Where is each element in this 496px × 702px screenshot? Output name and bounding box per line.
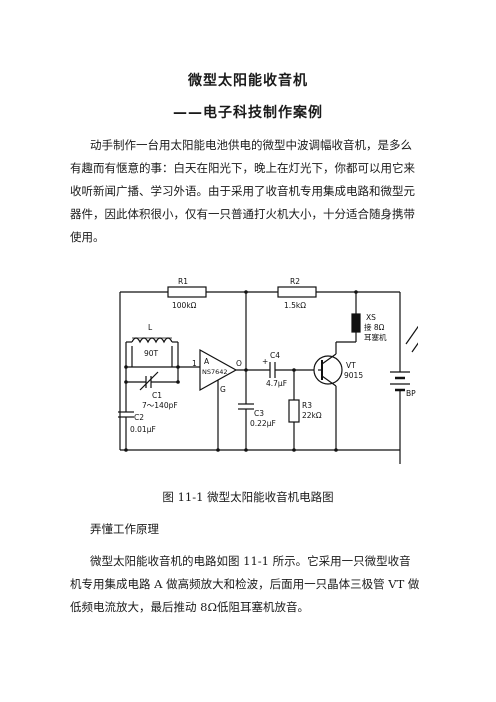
section-heading: 弄懂工作原理	[90, 522, 159, 536]
label-c1-value: 7～140pF	[142, 401, 178, 410]
label-a: A	[204, 357, 210, 366]
figure-caption: 图 11-1 微型太阳能收音机电路图	[162, 490, 334, 504]
label-r3: R3	[302, 401, 312, 410]
resistor-r2	[277, 286, 317, 298]
resistor-r1	[167, 286, 207, 298]
label-xs-value-1: 接 8Ω	[364, 322, 385, 332]
label-c4-plus: +	[262, 357, 268, 366]
body-paragraph: 微型太阳能收音机的电路如图 11-1 所示。它采用一只微型收音 机专用集成电路 …	[70, 550, 420, 619]
resistor-r3	[288, 399, 300, 423]
label-r2-value: 1.5kΩ	[284, 301, 306, 310]
label-vt: VT	[346, 361, 356, 370]
label-r3-value: 22kΩ	[302, 411, 322, 420]
label-c2-value: 0.01μF	[130, 425, 156, 434]
label-bp: BP	[406, 389, 416, 398]
body-line: 机专用集成电路 A 做高频放大和检波，后面用一只晶体三极管 VT 做	[70, 577, 420, 591]
label-l: L	[148, 323, 153, 332]
body-line: 微型太阳能收音机的电路如图 11-1 所示。它采用一只微型收音	[90, 554, 411, 568]
label-c3: C3	[254, 409, 264, 418]
label-c4: C4	[270, 351, 280, 360]
intro-line: 收听新闻广播、学习外语。由于采用了收音机专用集成电路和微型元	[70, 184, 415, 198]
document-subtitle: ——电子科技制作案例	[173, 105, 323, 121]
label-xs: XS	[366, 313, 376, 322]
label-vt-value: 9015	[344, 371, 363, 380]
circuit-diagram: R1 100kΩ R2 1.5kΩ L 90T C1 7～140pF C2 0.…	[118, 277, 418, 464]
intro-line: 动手制作一台用太阳能电池供电的微型中波调幅收音机，是多么	[90, 138, 412, 152]
label-ping: G	[220, 385, 226, 394]
earphone-xs	[351, 313, 361, 333]
label-r2: R2	[290, 277, 300, 286]
label-r1: R1	[178, 277, 188, 286]
body-line: 低频电流放大，最后推动 8Ω低阻耳塞机放音。	[70, 600, 310, 614]
label-pino: O	[236, 359, 242, 368]
coil-l	[131, 337, 173, 344]
document-title: 微型太阳能收音机	[188, 73, 308, 89]
label-c2: C2	[134, 413, 144, 422]
label-pin1: 1	[192, 359, 197, 368]
label-xs-value-2: 耳塞机	[364, 332, 387, 342]
light-arrow-icon	[411, 342, 418, 353]
label-c1: C1	[152, 391, 162, 400]
label-r1-value: 100kΩ	[172, 301, 197, 310]
intro-line: 有趣而有惬意的事：白天在阳光下，晚上在灯光下，你都可以用它来	[70, 161, 415, 175]
label-c4-value: 4.7μF	[266, 379, 287, 388]
label-l-value: 90T	[144, 349, 159, 358]
intro-paragraph: 动手制作一台用太阳能电池供电的微型中波调幅收音机，是多么 有趣而有惬意的事：白天…	[70, 134, 420, 249]
label-c3-value: 0.22μF	[250, 419, 276, 428]
intro-line: 器件，因此体积很小，仅有一只普通打火机大小，十分适合随身携带	[70, 207, 415, 221]
label-a-value: NS7642	[202, 368, 228, 376]
intro-line: 使用。	[70, 230, 105, 244]
